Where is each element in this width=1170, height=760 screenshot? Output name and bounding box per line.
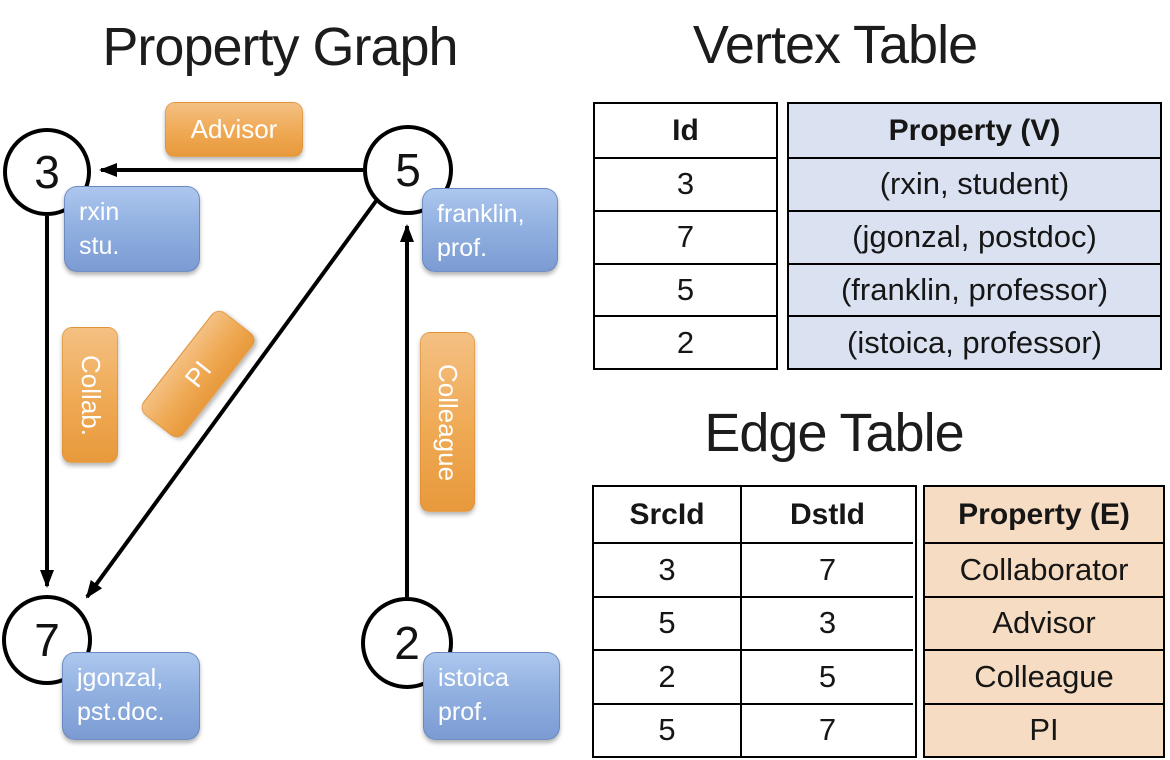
edge-property-cell: Collaborator [925, 542, 1163, 596]
vertex-property-cell: (rxin, student) [789, 157, 1160, 210]
vertex-property-line1: istoica [438, 664, 509, 692]
column-header-property-e: Property (E) [958, 497, 1130, 531]
vertex-table-title: Vertex Table [692, 15, 978, 75]
vertex-property-box-3: rxin stu. [64, 186, 200, 272]
vertex-id-label: 3 [34, 146, 60, 198]
vertex-id-label: 5 [395, 144, 421, 196]
vertex-property-line1: jgonzal, [77, 664, 164, 692]
vertex-property-cell: (jgonzal, postdoc) [789, 209, 1160, 263]
vertex-property-line2: pst.doc. [77, 698, 165, 726]
vertex-id-label: 2 [394, 617, 420, 669]
edge-dstid-cell: 3 [742, 595, 913, 650]
edge-srcid-cell: 2 [594, 649, 740, 703]
vertex-id-cell: 7 [595, 209, 776, 263]
vertex-property-line2: prof. [437, 234, 488, 262]
edge-property-cell: Advisor [925, 595, 1163, 650]
edge-label-advisor: Advisor [165, 102, 303, 157]
vertex-property-box-7: jgonzal, pst.doc. [62, 652, 200, 740]
vertex-node-2: 2 [361, 597, 453, 689]
vertex-table: Id 3 7 5 2 Property (V) (rxin, student) … [593, 102, 1162, 370]
vertex-property-line2: prof. [438, 698, 489, 726]
edge-label-collab: Collab. [62, 327, 118, 463]
edge-label-text: Colleague [433, 363, 463, 481]
property-graph-title: Property Graph [102, 17, 458, 77]
edge-label-text: Advisor [190, 114, 278, 144]
vertex-id-cell: 2 [595, 315, 776, 368]
edge-label-text: PI [178, 354, 217, 393]
vertex-id-cell: 3 [595, 157, 776, 210]
edge-dstid-cell: 5 [742, 649, 913, 703]
vertex-property-line1: franklin, [437, 200, 525, 228]
edge-label-colleague: Colleague [420, 332, 475, 512]
vertex-table-id-column: Id 3 7 5 2 [593, 102, 778, 370]
vertex-id-cell: 5 [595, 262, 776, 316]
vertex-property-box-5: franklin, prof. [422, 188, 558, 272]
edge-table-id-columns: SrcId 3 5 2 5 DstId 7 3 5 7 [592, 485, 917, 758]
edge-table-property-column: Property (E) Collaborator Advisor Collea… [923, 485, 1165, 758]
edge-srcid-cell: 5 [594, 595, 740, 650]
edge-line-5-to-7 [85, 199, 378, 599]
edge-label-text: Collab. [75, 354, 106, 436]
vertex-property-box-2: istoica prof. [423, 652, 560, 740]
column-header-property-v: Property (V) [888, 113, 1061, 147]
vertex-property-line1: rxin [79, 198, 120, 226]
edge-dstid-cell: 7 [742, 542, 913, 596]
edge-property-cell: PI [925, 702, 1163, 757]
edge-table-title: Edge Table [704, 403, 964, 463]
vertex-property-cell: (istoica, professor) [789, 315, 1160, 368]
edge-srcid-cell: 5 [594, 702, 740, 757]
edge-table-srcid-column: SrcId 3 5 2 5 [594, 487, 742, 756]
vertex-property-cell: (franklin, professor) [789, 262, 1160, 316]
edge-dstid-cell: 7 [742, 702, 913, 757]
graph-edges-layer [40, 163, 414, 599]
vertex-property-line2: stu. [79, 232, 120, 260]
edge-table-dstid-column: DstId 7 3 5 7 [742, 487, 913, 756]
vertex-node-5: 5 [363, 125, 453, 215]
column-header-dstid: DstId [790, 497, 865, 531]
edge-srcid-cell: 3 [594, 542, 740, 596]
vertex-id-label: 7 [34, 614, 60, 666]
column-header-id: Id [672, 113, 699, 147]
edge-property-cell: Colleague [925, 649, 1163, 703]
edge-table: SrcId 3 5 2 5 DstId 7 3 5 7 Property (E)… [592, 485, 1165, 758]
column-header-srcid: SrcId [629, 497, 705, 531]
vertex-table-property-column: Property (V) (rxin, student) (jgonzal, p… [787, 102, 1162, 370]
